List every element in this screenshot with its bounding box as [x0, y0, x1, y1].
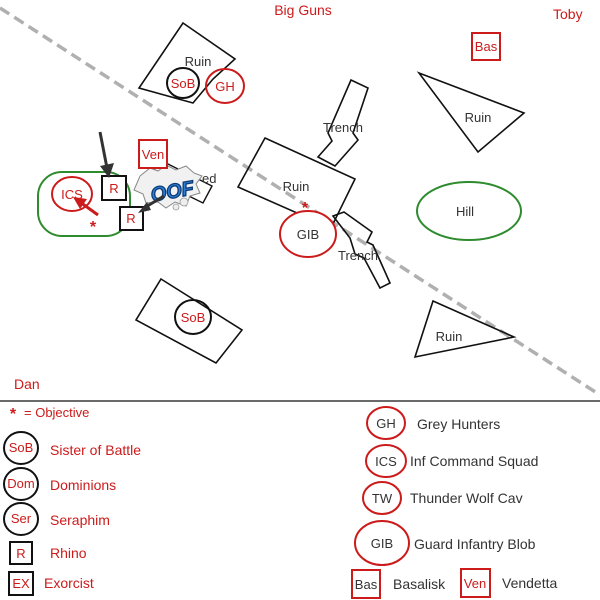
objective-marker: *	[90, 219, 97, 236]
terrain-ruin-bottom-right	[413, 299, 517, 359]
terrain-trench-top	[316, 78, 369, 168]
legend-icon-ics	[365, 444, 407, 478]
legend-label-ven: Vendetta	[502, 575, 557, 591]
unit-gh[interactable]	[205, 68, 245, 104]
legend-label-rhino: Rhino	[50, 545, 87, 561]
legend-abbr-ser: Ser	[11, 511, 32, 526]
legend-label-gib: Guard Infantry Blob	[414, 536, 536, 552]
unit-ics[interactable]	[51, 176, 93, 212]
legend-icon-ven	[460, 568, 491, 598]
explosion-puff-1	[179, 197, 189, 207]
explosion-puff-2	[172, 203, 180, 211]
legend-objective-label: = Objective	[24, 405, 89, 420]
charge-arrow-red	[73, 197, 99, 217]
legend-abbr-rhino: R	[16, 546, 25, 561]
terrain-hill	[416, 181, 522, 241]
terrain-label-trench-center: Trench	[338, 248, 378, 263]
legend-abbr-gib: GIB	[371, 536, 393, 551]
terrain-trench-center	[331, 211, 392, 290]
legend-abbr-tw: TW	[372, 491, 393, 506]
ics-area	[37, 171, 131, 237]
legend-abbr-exorcist: EX	[12, 576, 30, 591]
legend-icon-sob	[3, 431, 39, 465]
unit-label-rhino-1: R	[109, 181, 118, 196]
terrain-label-ruin-bottom-right: Ruin	[436, 329, 463, 344]
terrain-ruin-top	[137, 21, 237, 104]
legend-icon-gib	[354, 520, 410, 566]
terrain-ruin-bottom-left	[134, 277, 244, 365]
terrain-label-trench-top: Trench	[323, 120, 363, 135]
terrain-label-ruin-top: Ruin	[185, 54, 212, 69]
unit-label-sob-top: SoB	[171, 76, 196, 91]
unit-sob-top[interactable]	[166, 67, 200, 99]
legend-abbr-gh: GH	[376, 416, 396, 431]
legend-icon-ser	[3, 502, 39, 536]
legend-abbr-ics: ICS	[375, 454, 397, 469]
unit-rhino-1[interactable]	[101, 175, 127, 201]
legend-label-ser: Seraphim	[50, 512, 110, 528]
legend-objective-marker: *	[10, 406, 17, 423]
legend-abbr-dom: Dom	[7, 476, 34, 491]
unit-label-rhino-2: R	[126, 211, 135, 226]
move-arrow-left	[138, 194, 165, 213]
legend-label-ics: Inf Command Squad	[410, 453, 538, 469]
player-dan: Dan	[14, 376, 40, 392]
legend-label-exorcist: Exorcist	[44, 575, 94, 591]
terrain-label-ruin-center: Ruin	[283, 179, 310, 194]
legend-abbr-bas: Bas	[355, 577, 378, 592]
explosion-graphic: OOF	[133, 164, 203, 211]
unit-label-gh: GH	[215, 79, 235, 94]
move-arrow-down	[98, 131, 114, 178]
terrain-label-obscured: ed	[202, 171, 216, 186]
unit-label-gib: GIB	[297, 227, 319, 242]
terrain-label-hill: Hill	[456, 204, 474, 219]
map-title: Big Guns	[274, 2, 332, 18]
unit-rhino-2[interactable]	[119, 206, 144, 231]
legend-abbr-sob: SoB	[9, 440, 34, 455]
terrain-label-ruin-right: Ruin	[465, 110, 492, 125]
legend-icon-rhino	[9, 541, 33, 565]
unit-ven[interactable]	[138, 139, 168, 169]
unit-gib[interactable]	[279, 210, 337, 258]
legend-icon-dom	[3, 467, 39, 501]
unit-sob-bottom[interactable]	[174, 299, 212, 335]
objective-marker: *	[302, 200, 309, 217]
legend-icon-bas	[351, 569, 381, 599]
unit-label-ven: Ven	[142, 147, 164, 162]
unit-label-bas: Bas	[475, 39, 498, 54]
legend-icon-exorcist	[8, 571, 34, 596]
unit-bas[interactable]	[471, 32, 501, 61]
legend-label-sob: Sister of Battle	[50, 442, 141, 458]
terrain-ruin-right	[416, 71, 526, 154]
legend-icon-tw	[362, 481, 402, 515]
legend-label-tw: Thunder Wolf Cav	[410, 490, 523, 506]
legend-abbr-ven: Ven	[464, 576, 486, 591]
legend-label-dom: Dominions	[50, 477, 116, 493]
legend-icon-gh	[366, 406, 406, 440]
legend-label-gh: Grey Hunters	[417, 416, 500, 432]
player-toby: Toby	[553, 6, 583, 22]
legend-label-bas: Basalisk	[393, 576, 446, 592]
unit-label-sob-bottom: SoB	[181, 310, 206, 325]
